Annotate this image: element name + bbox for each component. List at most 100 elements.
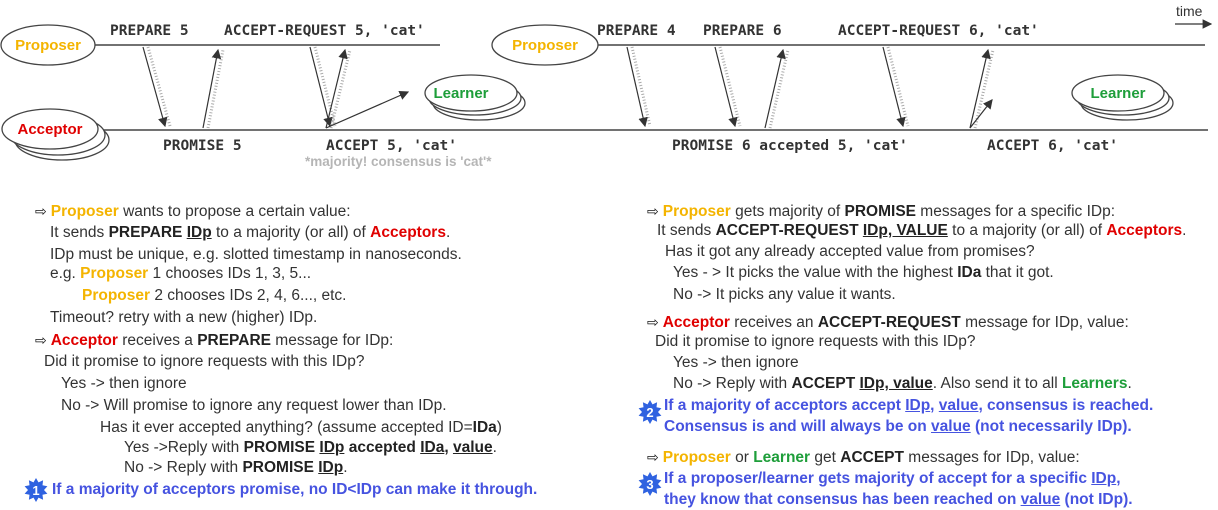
text-segment: Acceptors xyxy=(1106,222,1183,239)
svg-text:Acceptor: Acceptor xyxy=(17,121,82,138)
text-segment: IDp, VALUE xyxy=(862,222,948,239)
text-segment: PROMISE xyxy=(243,439,320,456)
text-segment: IDp must be unique, e.g. slotted timesta… xyxy=(50,246,462,263)
message-arrow xyxy=(714,46,738,128)
message-arrow-shadow xyxy=(146,46,172,127)
text-line: Has it got any already accepted value fr… xyxy=(665,242,1035,262)
text-segment: get xyxy=(810,449,841,466)
step-badge-2-icon: 2 xyxy=(638,400,662,424)
text-segment: they know that consensus has been reache… xyxy=(664,491,1021,508)
text-segment: value xyxy=(931,418,971,435)
text-line: No -> Will promise to ignore any request… xyxy=(61,396,447,416)
text-segment: ACCEPT-REQUEST xyxy=(817,314,961,331)
svg-text:Proposer: Proposer xyxy=(15,37,81,54)
text-segment: IDa xyxy=(472,419,497,436)
text-segment: that it got. xyxy=(981,264,1054,281)
text-line: ⇨Acceptor receives an ACCEPT-REQUEST mes… xyxy=(647,312,1129,333)
text-line: Yes ->Reply with PROMISE IDp accepted ID… xyxy=(124,438,497,458)
acceptor-node: Acceptor xyxy=(1,108,110,161)
message-arrow xyxy=(325,90,410,129)
message-arrow xyxy=(202,48,222,129)
text-segment: . xyxy=(343,459,348,476)
message-arrow xyxy=(764,48,786,129)
text-segment: receives an xyxy=(729,314,818,331)
badge-number: 2 xyxy=(646,405,653,420)
text-segment: No -> It picks any value it wants. xyxy=(673,286,896,303)
text-segment: . Also send it to all xyxy=(932,375,1062,392)
text-segment: Proposer xyxy=(80,265,149,282)
text-segment: Learners xyxy=(1061,375,1128,392)
svg-text:Proposer: Proposer xyxy=(512,37,578,54)
text-segment: , xyxy=(1116,470,1121,487)
message-accept-request-6: ACCEPT-REQUEST 6, 'cat' xyxy=(838,23,1039,39)
message-arrow-shadow xyxy=(768,49,790,129)
text-segment: Yes -> then ignore xyxy=(61,375,187,392)
text-segment: , xyxy=(930,397,939,414)
text-line: ⇨Proposer gets majority of PROMISE messa… xyxy=(647,201,1115,222)
message-prepare-5: PREPARE 5 xyxy=(110,23,189,39)
text-segment: value xyxy=(938,397,979,414)
message-arrow xyxy=(325,48,348,129)
message-arrow xyxy=(142,46,168,128)
text-segment: wants to propose a certain value: xyxy=(118,203,351,220)
text-segment: ACCEPT xyxy=(791,375,860,392)
text-line: No -> Reply with PROMISE IDp. xyxy=(124,458,348,478)
text-line: they know that consensus has been reache… xyxy=(664,490,1133,510)
text-segment: (not IDp). xyxy=(1060,491,1133,508)
text-segment: (not necessarily IDp). xyxy=(970,418,1132,435)
text-segment: messages for a specific IDp: xyxy=(916,203,1115,220)
text-segment: Proposer xyxy=(82,287,151,304)
text-segment: IDp xyxy=(319,439,345,456)
text-segment: Did it promise to ignore requests with t… xyxy=(655,333,976,350)
message-promise-6: PROMISE 6 accepted 5, 'cat' xyxy=(672,138,908,154)
text-line: If a majority of acceptors promise, no I… xyxy=(52,480,537,500)
bullet-arrow-icon: ⇨ xyxy=(35,332,47,348)
text-segment: Proposer xyxy=(50,203,119,220)
text-line: IDp must be unique, e.g. slotted timesta… xyxy=(50,245,462,265)
text-segment: gets majority of xyxy=(730,203,845,220)
text-segment: Acceptor xyxy=(50,332,118,349)
text-segment: If a majority of acceptors promise, no I… xyxy=(52,481,538,498)
message-accept-5: ACCEPT 5, 'cat' xyxy=(326,138,457,154)
text-segment: or xyxy=(730,449,754,466)
text-line: ⇨Proposer wants to propose a certain val… xyxy=(35,201,351,222)
text-segment: value xyxy=(1020,491,1061,508)
text-segment: . xyxy=(1182,222,1187,239)
text-segment: Yes - > It picks the value with the high… xyxy=(673,264,958,281)
text-segment: It sends xyxy=(657,222,716,239)
svg-text:Learner: Learner xyxy=(1090,85,1145,102)
message-prepare-6: PREPARE 6 xyxy=(703,23,782,39)
learner-node-2: Learner xyxy=(1071,74,1174,121)
message-accept-6: ACCEPT 6, 'cat' xyxy=(987,138,1118,154)
text-segment: If a majority of acceptors accept xyxy=(664,397,906,414)
paxos-sequence-diagram: Proposer Proposer Acceptor Learner Learn… xyxy=(0,3,1213,169)
time-label: time xyxy=(1176,3,1203,19)
text-segment: PREPARE xyxy=(197,332,271,349)
message-arrow xyxy=(882,46,906,128)
text-segment: No -> Reply with xyxy=(124,459,243,476)
text-segment: Proposer xyxy=(662,449,731,466)
text-segment: No -> Reply with xyxy=(673,375,792,392)
text-segment: . xyxy=(492,439,497,456)
proposer-node-1: Proposer xyxy=(0,24,96,66)
text-line: ⇨Proposer or Learner get ACCEPT messages… xyxy=(647,447,1080,468)
text-line: Yes -> then ignore xyxy=(61,374,187,394)
text-segment: No -> Will promise to ignore any request… xyxy=(61,397,447,414)
text-segment: Timeout? retry with a new (higher) IDp. xyxy=(50,309,318,326)
text-line: e.g. Proposer 1 chooses IDs 1, 3, 5... xyxy=(50,264,311,284)
svg-text:Learner: Learner xyxy=(433,85,488,102)
text-segment: to a majority (or all) of xyxy=(211,224,371,241)
bullet-arrow-icon: ⇨ xyxy=(35,203,47,219)
message-accept-request-5: ACCEPT-REQUEST 5, 'cat' xyxy=(224,23,425,39)
text-segment: IDp xyxy=(905,397,931,414)
message-prepare-4: PREPARE 4 xyxy=(597,23,676,39)
message-arrow-shadow xyxy=(973,49,995,129)
message-arrow-shadow xyxy=(329,49,352,129)
text-line: Did it promise to ignore requests with t… xyxy=(655,332,975,352)
text-segment: IDp, value xyxy=(859,375,933,392)
text-line: No -> Reply with ACCEPT IDp, value. Also… xyxy=(673,374,1132,394)
badge-number: 3 xyxy=(646,477,653,492)
message-arrow xyxy=(309,46,333,128)
text-segment: message for IDp: xyxy=(270,332,394,349)
message-arrow-shadow xyxy=(718,46,742,127)
